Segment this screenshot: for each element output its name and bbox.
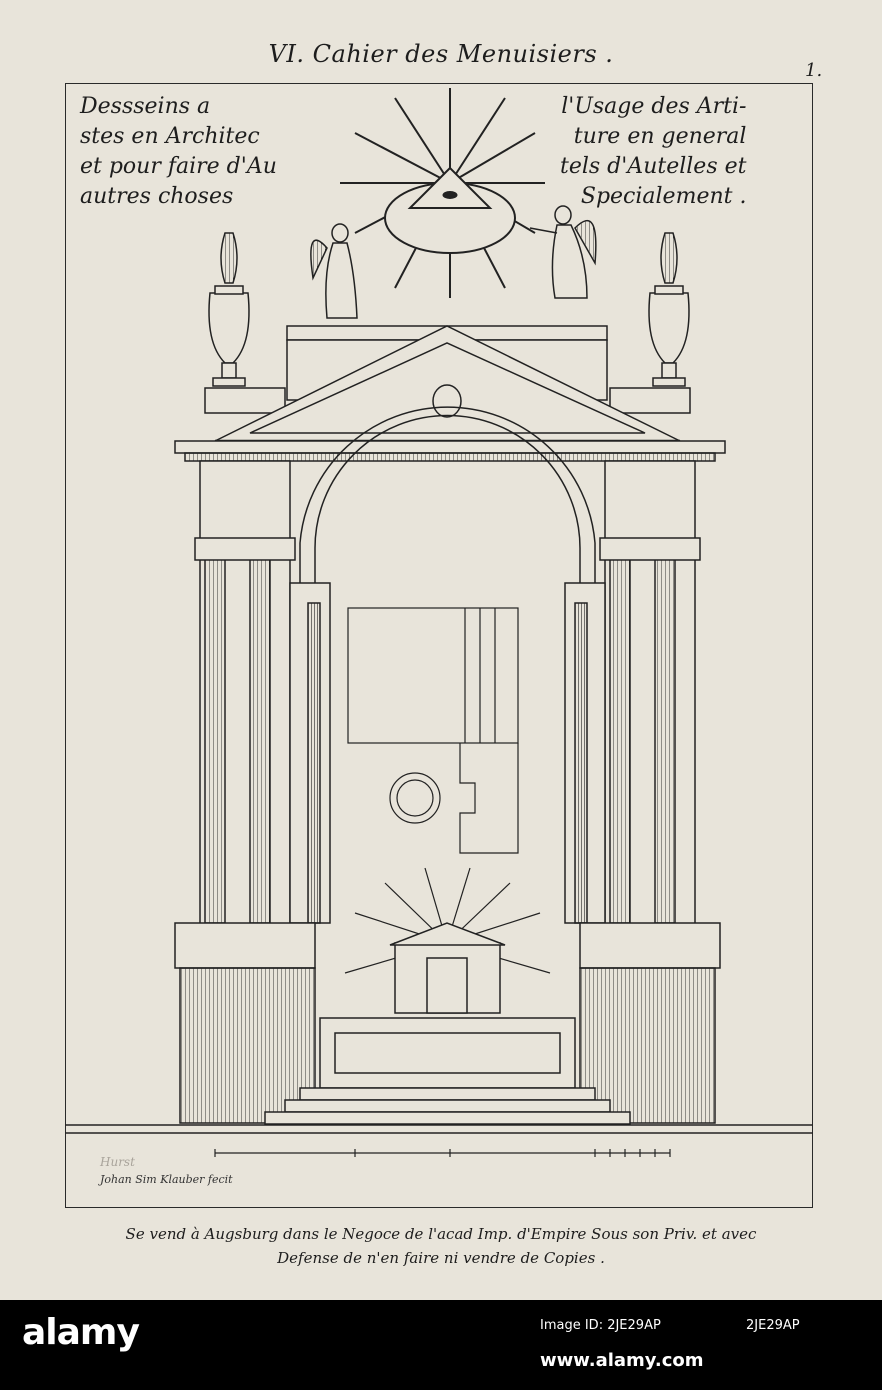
- heading-left-line-2: stes en Architec: [80, 124, 260, 149]
- angel-left: [310, 223, 358, 319]
- image-code: 2JE29AP: [746, 1318, 800, 1333]
- eye-of-providence: [340, 88, 545, 298]
- heading-left-line-3: et pour faire d'Au: [80, 154, 277, 179]
- arch: [299, 406, 596, 583]
- heading-right-line-2: ture en general: [573, 124, 747, 149]
- alamy-logo: alamy: [22, 1312, 140, 1353]
- angel-right: [529, 205, 597, 299]
- plinths: [174, 922, 721, 1124]
- pencil-note: Hurst: [100, 1155, 135, 1169]
- scale-bar: [214, 1149, 671, 1157]
- pediment: [174, 325, 726, 462]
- heading-right-line-4: Specialement .: [580, 184, 747, 209]
- heading-left-line-1: Dessseins a: [80, 94, 211, 119]
- plate-frame: [65, 83, 813, 1208]
- altar-engraving: [65, 88, 813, 1157]
- heading-right-line-1: l'Usage des Arti-: [561, 94, 747, 119]
- imprint-line-1: Se vend à Augsburg dans le Negoce de l'a…: [125, 1225, 757, 1243]
- alamy-url[interactable]: www.alamy.com: [540, 1350, 704, 1371]
- engraver-signature: Johan Sim Klauber fecit: [100, 1173, 233, 1186]
- urn-right: [648, 232, 690, 387]
- imprint-line-2: Defense de n'en faire ni vendre de Copie…: [277, 1249, 605, 1267]
- heading-right: l'Usage des Arti- ture en general tels d…: [560, 92, 746, 212]
- heading-left-line-4: autres choses: [80, 184, 234, 209]
- plate-number: 1.: [805, 60, 823, 81]
- plan-diagram: [347, 607, 519, 854]
- ground-line: [65, 1124, 813, 1134]
- urn-left: [208, 232, 250, 387]
- altar-table: [264, 867, 631, 1125]
- heading-left: Dessseins a stes en Architec et pour fai…: [80, 92, 277, 212]
- heading-right-line-3: tels d'Autelles et: [560, 154, 747, 179]
- stock-banner: [0, 1300, 882, 1390]
- plate-title: VI. Cahier des Menuisiers .: [268, 40, 614, 68]
- image-id-label: Image ID: 2JE29AP: [540, 1318, 661, 1333]
- columns: [194, 460, 701, 927]
